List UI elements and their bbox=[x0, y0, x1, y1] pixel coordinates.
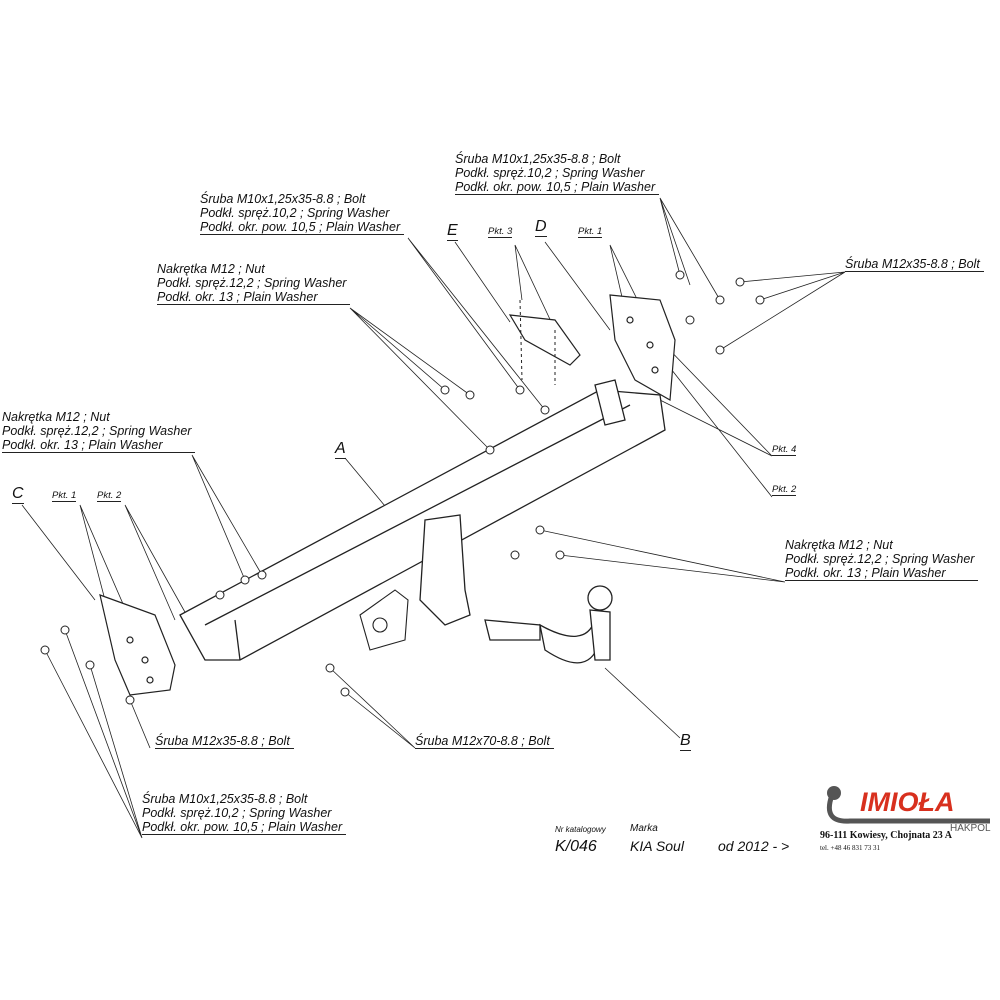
label-line: Śruba M10x1,25x35-8.8 ; Bolt bbox=[200, 192, 366, 206]
label-line: Nakrętka M12 ; Nut bbox=[2, 410, 110, 424]
label-line: Podkł. spręż.10,2 ; Spring Washer bbox=[142, 806, 332, 820]
logo-text: IMIOŁA bbox=[860, 787, 955, 817]
label-line: Nakrętka M12 ; Nut bbox=[785, 538, 893, 552]
label-line: Podkł. spręż.10,2 ; Spring Washer bbox=[200, 206, 390, 220]
catalog-number: K/046 bbox=[555, 838, 597, 855]
label-line: Podkł. spręż.12,2 ; Spring Washer bbox=[785, 552, 975, 566]
brand-label: Marka bbox=[630, 823, 658, 834]
bracket-D bbox=[609, 294, 676, 401]
pkt1-right-label: Pkt. 1 bbox=[578, 226, 603, 238]
part-A: A bbox=[335, 440, 346, 459]
label-line: Nakrętka M12 ; Nut bbox=[157, 262, 265, 276]
company-address: 96-111 Kowiesy, Chojnata 23 A bbox=[820, 830, 952, 841]
label-line: Śruba M10x1,25x35-8.8 ; Bolt bbox=[142, 792, 308, 806]
label-line: Śruba M10x1,25x35-8.8 ; Bolt bbox=[455, 152, 621, 166]
catalog-label: Nr katalogowy bbox=[555, 825, 606, 834]
pkt2-right-label: Pkt. 2 bbox=[772, 484, 797, 496]
part-E: E bbox=[447, 222, 458, 241]
socket-plate bbox=[359, 589, 409, 651]
label-line: Podkł. okr. 13 ; Plain Washer bbox=[157, 290, 318, 304]
company-logo: IMIOŁA HAKPOL bbox=[820, 783, 1000, 834]
label-line: Podkł. okr. pow. 10,5 ; Plain Washer bbox=[455, 180, 656, 194]
bracket-C bbox=[99, 594, 176, 696]
logo-sub: HAKPOL bbox=[950, 823, 991, 833]
fasteners bbox=[40, 270, 765, 705]
part-D: D bbox=[535, 218, 547, 237]
pkt4-label: Pkt. 4 bbox=[772, 444, 797, 456]
tow-hook-logo-icon: IMIOŁA HAKPOL bbox=[826, 786, 991, 834]
model-years: od 2012 - > bbox=[718, 838, 790, 854]
brand: KIA Soul bbox=[630, 838, 684, 854]
plate-E bbox=[508, 314, 581, 366]
label-line: Podkł. spręż.10,2 ; Spring Washer bbox=[455, 166, 645, 180]
company-phone: tel. +48 46 831 73 31 bbox=[820, 844, 880, 852]
label-line: Podkł. okr. pow. 10,5 ; Plain Washer bbox=[200, 220, 401, 234]
label-line: Podkł. spręż.12,2 ; Spring Washer bbox=[157, 276, 347, 290]
m12x70-bolt-label: Śruba M12x70-8.8 ; Bolt bbox=[415, 734, 554, 749]
crossbar-A bbox=[179, 379, 666, 661]
pkt2-left-label: Pkt. 2 bbox=[97, 490, 122, 502]
leader-lines bbox=[21, 197, 846, 839]
label-line: Podkł. okr. 13 ; Plain Washer bbox=[2, 438, 163, 452]
ball-hook-B bbox=[484, 585, 613, 664]
left-m12-bolt-label: Śruba M12x35-8.8 ; Bolt bbox=[155, 734, 294, 749]
part-B: B bbox=[680, 732, 691, 751]
pkt3-label: Pkt. 3 bbox=[488, 226, 513, 238]
part-C: C bbox=[12, 485, 24, 504]
label-line: Podkł. okr. 13 ; Plain Washer bbox=[785, 566, 946, 580]
right-m12-bolt-label: Śruba M12x35-8.8 ; Bolt bbox=[845, 257, 984, 272]
label-line: Podkł. okr. pow. 10,5 ; Plain Washer bbox=[142, 820, 343, 834]
pkt1-left-label: Pkt. 1 bbox=[52, 490, 77, 502]
label-line: Podkł. spręż.12,2 ; Spring Washer bbox=[2, 424, 192, 438]
